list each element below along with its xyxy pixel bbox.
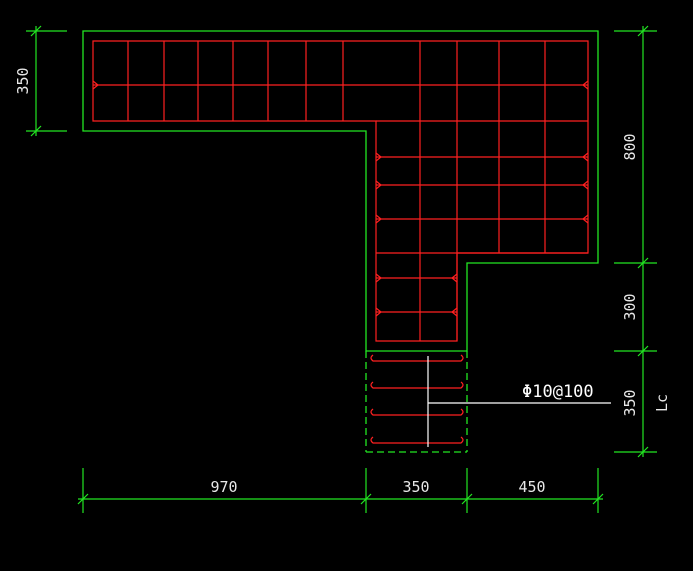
lc-stirrup	[370, 354, 464, 362]
rebar-hook	[582, 214, 589, 224]
lc-stirrup	[370, 408, 464, 416]
rebar-hook	[451, 307, 458, 317]
dim-bottom-350: 350	[402, 478, 429, 496]
dim-right-350: 350	[621, 389, 639, 416]
main-stirrup-outline	[92, 40, 589, 342]
rebar-hook	[582, 180, 589, 190]
rebar-hook	[451, 273, 458, 283]
lc-stirrup	[370, 381, 464, 389]
rebar-hook	[375, 214, 382, 224]
dim-top-left-350: 350	[14, 67, 32, 94]
rebar-hook	[582, 152, 589, 162]
dim-right-lc-tag: Lc	[653, 394, 671, 412]
lc-stirrups	[370, 354, 464, 444]
rebar-hook	[375, 180, 382, 190]
lc-stirrup	[370, 436, 464, 444]
dim-right-800: 800	[621, 133, 639, 160]
rebar-cage	[92, 40, 589, 342]
rebar-hook	[582, 80, 589, 90]
dimension-lines	[26, 25, 657, 513]
dim-bottom-450: 450	[518, 478, 545, 496]
rebar-hook	[375, 273, 382, 283]
lc-zone-outline	[365, 351, 468, 453]
rebar-hook	[375, 152, 382, 162]
stirrup-spec-label: Φ10@100	[522, 382, 594, 402]
rebar-hook	[92, 80, 99, 90]
rebar-hook	[375, 307, 382, 317]
dim-right-300: 300	[621, 293, 639, 320]
dim-bottom-970: 970	[210, 478, 237, 496]
stirrup-leader	[427, 356, 611, 447]
column-outline	[82, 30, 599, 352]
